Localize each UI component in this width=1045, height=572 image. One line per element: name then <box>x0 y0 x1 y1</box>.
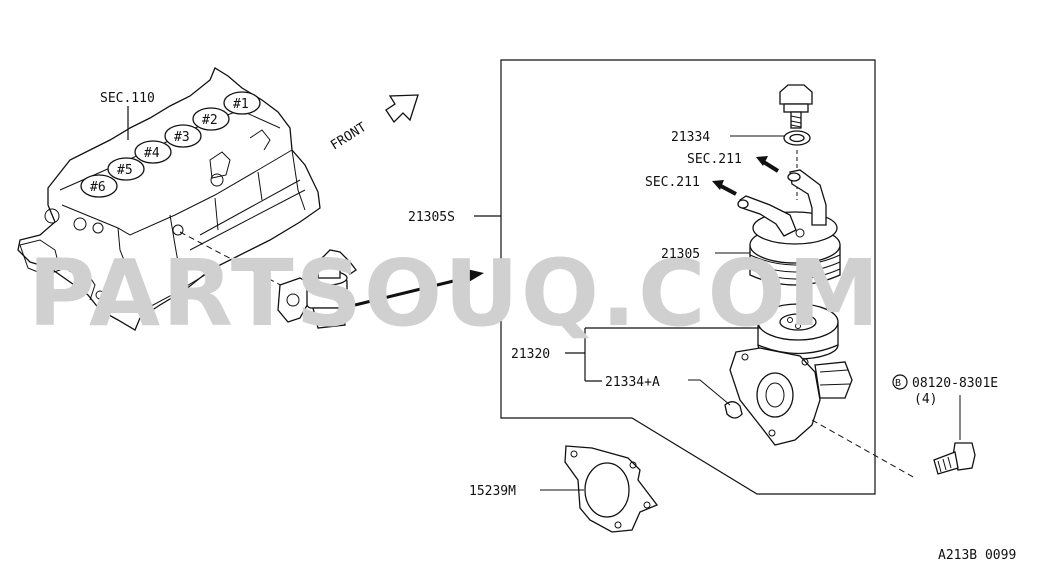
label-sec211-upper: SEC.211 <box>687 152 742 167</box>
label-21334: 21334 <box>671 130 710 145</box>
label-cyl1: #1 <box>233 97 249 112</box>
mounting-bolt <box>892 374 976 475</box>
label-cyl5: #5 <box>117 163 133 178</box>
footer-code: A213B 0099 <box>938 548 1016 563</box>
label-21305s: 21305S <box>408 210 455 225</box>
label-21305: 21305 <box>661 247 700 262</box>
oil-cooler-on-engine <box>277 249 357 329</box>
label-21334a: 21334+A <box>605 375 660 390</box>
gasket-15239M <box>540 445 659 533</box>
oil-cooler-21305 <box>715 169 841 286</box>
front-label: FRONT <box>328 120 369 154</box>
front-direction: FRONT <box>328 94 419 154</box>
label-bolt-qty: (4) <box>914 392 937 407</box>
reference-arrow <box>354 268 484 307</box>
label-cyl3: #3 <box>174 130 190 145</box>
label-cyl6: #6 <box>90 180 106 195</box>
bolt-prefix-symbol: B <box>895 378 901 389</box>
washer-21334 <box>730 130 811 200</box>
sec211-arrows <box>712 156 780 196</box>
label-21320: 21320 <box>511 347 550 362</box>
drain-bolt <box>779 84 813 129</box>
detail-box <box>500 59 876 495</box>
label-cyl2: #2 <box>202 113 218 128</box>
label-bolt-part: 08120-8301E <box>912 376 998 391</box>
label-cyl4: #4 <box>144 146 160 161</box>
label-sec110: SEC.110 <box>100 91 155 106</box>
label-sec211-lower: SEC.211 <box>645 175 700 190</box>
watermark: PARTSOUQ.COM <box>28 240 881 347</box>
engine-block <box>17 67 321 331</box>
label-15239m: 15239M <box>469 484 516 499</box>
housing-21320 <box>688 303 916 479</box>
